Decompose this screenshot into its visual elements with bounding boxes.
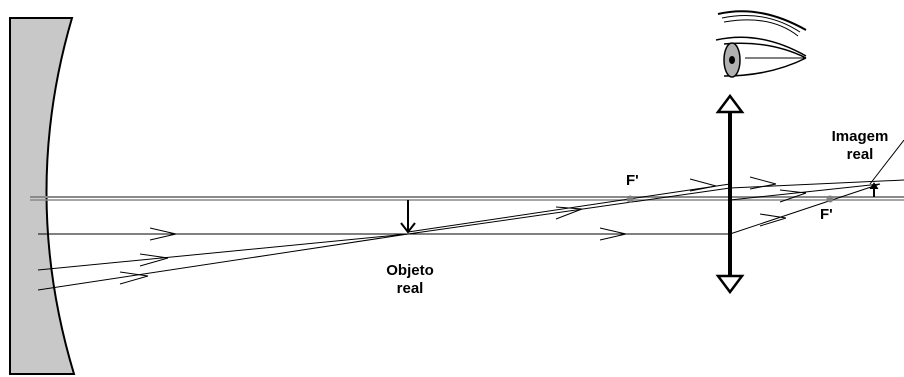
- object-label-line1: Objeto: [386, 262, 434, 279]
- object-arrow-icon: [400, 200, 416, 234]
- optical-axis: [30, 196, 904, 201]
- ray-through-focal: [407, 187, 731, 235]
- image-label: Imagem real: [826, 128, 894, 164]
- ray-lower-1: [37, 233, 409, 271]
- object-label: Objeto real: [380, 262, 440, 298]
- focal-point-right: [826, 195, 834, 203]
- focal-label-right: F': [820, 206, 833, 223]
- ray-refracted-1: [729, 179, 904, 189]
- biconvex-lens-icon: [715, 93, 745, 295]
- light-rays: [37, 139, 904, 291]
- ray-refracted-2: [729, 183, 881, 235]
- image-label-line1: Imagem: [831, 128, 889, 145]
- ray-to-eye: [869, 139, 904, 185]
- focal-point-left: [626, 195, 634, 203]
- image-arrow-icon: [869, 182, 879, 197]
- focal-label-left: F': [626, 172, 639, 189]
- eye-icon: [715, 10, 807, 78]
- ray-lower-2: [37, 233, 409, 291]
- ray-upper: [407, 183, 731, 233]
- image-label-line2: real: [846, 146, 874, 163]
- object-label-line2: real: [396, 280, 424, 297]
- ray-refracted-3: [729, 183, 881, 201]
